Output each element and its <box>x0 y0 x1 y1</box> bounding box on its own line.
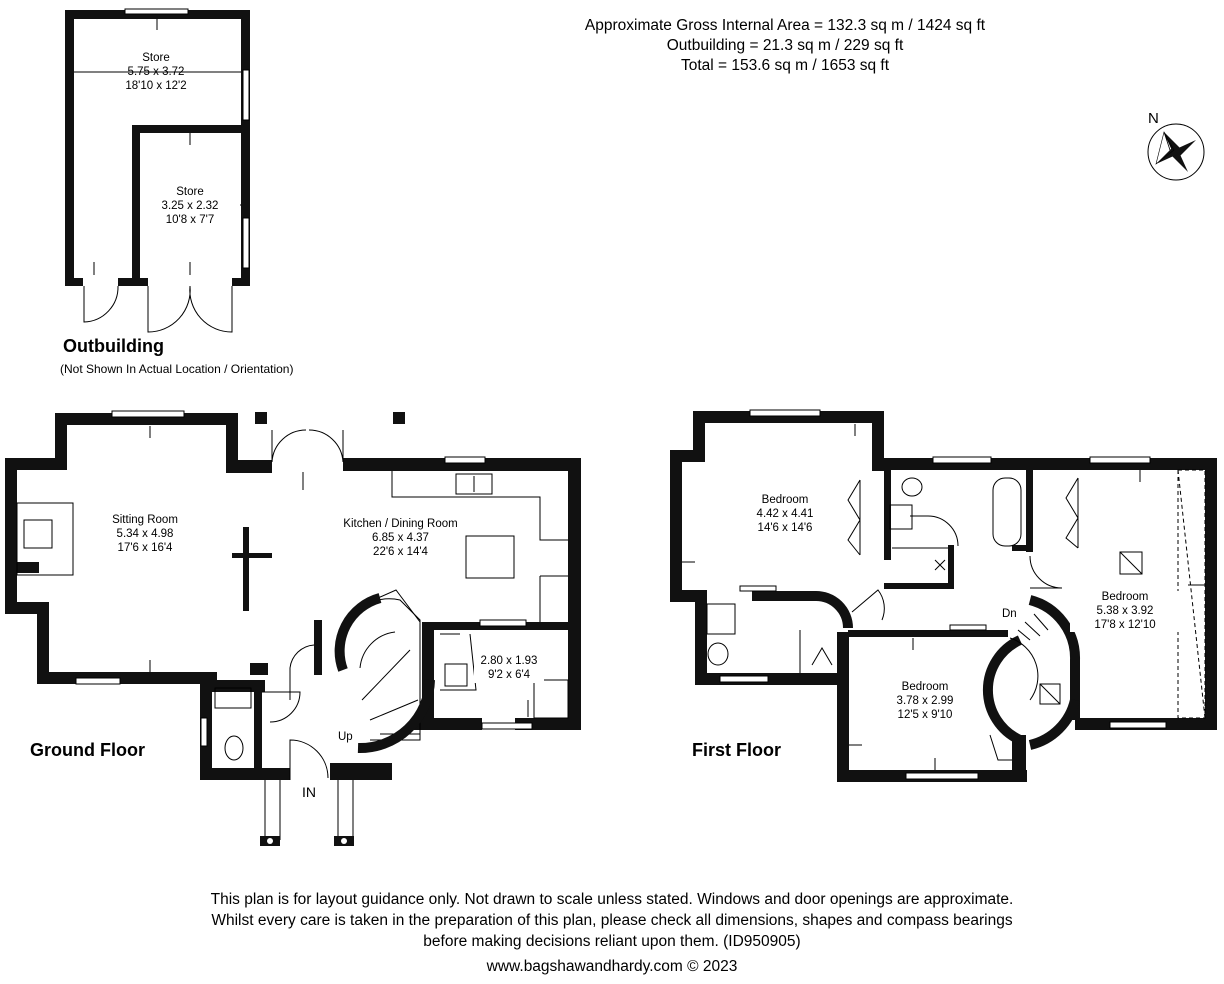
room-name: Store <box>142 52 170 64</box>
room-imperial: 12'5 x 9'10 <box>897 708 953 721</box>
window <box>124 8 189 15</box>
room-imperial: 17'6 x 16'4 <box>117 541 173 554</box>
bedroom-3-label: Bedroom 3.78 x 2.99 12'5 x 9'10 <box>870 681 980 722</box>
window <box>444 456 486 464</box>
room-name: Bedroom <box>901 681 949 693</box>
window <box>481 722 533 730</box>
room-imperial: 17'8 x 12'10 <box>1094 618 1156 631</box>
room-imperial: 22'6 x 14'4 <box>373 545 428 558</box>
basin <box>706 603 736 635</box>
worktop <box>391 471 568 541</box>
door-swing <box>308 429 344 463</box>
ground-floor-plan <box>5 412 581 780</box>
window <box>739 585 777 592</box>
room-imperial: 9'2 x 6'4 <box>487 668 531 681</box>
outbuilding-heading: Outbuilding <box>63 336 164 356</box>
window <box>932 456 992 464</box>
basin <box>214 687 252 709</box>
first-floor-heading: First Floor <box>692 740 781 760</box>
outbuilding-note: (Not Shown In Actual Location / Orientat… <box>60 362 294 376</box>
room-name: Store <box>176 186 204 198</box>
basin <box>889 504 913 530</box>
room-metric: 3.78 x 2.99 <box>896 694 954 707</box>
gross-internal-area: Approximate Gross Internal Area = 132.3 … <box>584 17 986 34</box>
room-metric: 5.38 x 3.92 <box>1096 604 1154 617</box>
window <box>719 675 769 683</box>
room-imperial: 10'8 x 7'7 <box>165 213 215 226</box>
window <box>949 624 987 631</box>
room-name: Bedroom <box>761 494 809 506</box>
kitchen-sink <box>455 473 493 495</box>
toilet <box>901 477 923 497</box>
compass-north-label: N <box>1148 110 1159 127</box>
room-metric: 5.75 x 3.72 <box>127 65 185 78</box>
room-metric: 3.25 x 2.32 <box>161 199 219 212</box>
bath <box>992 477 1022 547</box>
website-copyright: www.bagshawandhardy.com © 2023 <box>486 958 738 975</box>
kitchen-label: Kitchen / Dining Room 6.85 x 4.37 22'6 x… <box>328 518 473 559</box>
stairs-down-label: Dn <box>1002 608 1017 620</box>
window <box>242 217 250 269</box>
room-metric: 5.34 x 4.98 <box>116 527 174 540</box>
stairs-up-label: Up <box>338 731 353 743</box>
window <box>905 772 979 780</box>
door-swing <box>83 285 119 323</box>
eaves-storage <box>1177 469 1206 719</box>
room-imperial: 18'10 x 12'2 <box>125 79 187 92</box>
room-metric: 6.85 x 4.37 <box>372 531 429 544</box>
window <box>1089 456 1151 464</box>
total-area: Total = 153.6 sq m / 1653 sq ft <box>680 57 890 74</box>
door-swing <box>271 429 307 463</box>
disclaimer-line-1: This plan is for layout guidance only. N… <box>210 891 1014 908</box>
toilet <box>707 642 729 666</box>
bedroom-2-label: Bedroom 5.38 x 3.92 17'8 x 12'10 <box>1070 591 1180 633</box>
store-large-label: Store 5.75 x 3.72 18'10 x 12'2 <box>96 52 216 93</box>
store-small-label: Store 3.25 x 2.32 10'8 x 7'7 <box>140 186 240 228</box>
door-swing <box>189 285 233 333</box>
skylight <box>1119 551 1143 575</box>
compass-rose <box>1147 123 1205 181</box>
bedroom-1-label: Bedroom 4.42 x 4.41 14'6 x 14'6 <box>730 494 840 535</box>
first-floor-plan <box>670 411 1217 782</box>
room-imperial: 14'6 x 14'6 <box>757 521 813 534</box>
window <box>75 677 121 685</box>
disclaimer-line-2: Whilst every care is taken in the prepar… <box>211 912 1013 929</box>
entrance-label: IN <box>302 784 316 800</box>
sitting-room-label: Sitting Room 5.34 x 4.98 17'6 x 16'4 <box>90 514 200 555</box>
fireplace <box>16 502 74 576</box>
door-swing <box>147 285 191 333</box>
ground-floor-heading: Ground Floor <box>30 740 145 760</box>
toilet <box>224 735 244 761</box>
disclaimer-line-3: before making decisions reliant upon the… <box>423 933 801 950</box>
window <box>111 410 185 418</box>
window <box>1109 721 1167 729</box>
room-name: Kitchen / Dining Room <box>343 518 458 530</box>
window <box>749 409 821 417</box>
room-name: Bedroom <box>1101 591 1149 603</box>
outbuilding-area: Outbuilding = 21.3 sq m / 229 sq ft <box>666 37 904 54</box>
room-metric: 4.42 x 4.41 <box>756 507 814 520</box>
window <box>479 619 527 627</box>
room-name: Sitting Room <box>112 514 178 526</box>
loft-hatch <box>1039 683 1061 705</box>
room-metric: 2.80 x 1.93 <box>480 655 538 667</box>
window <box>200 717 208 747</box>
door-swing <box>289 739 329 780</box>
kitchen-island <box>465 535 515 579</box>
utility-label: 2.80 x 1.93 9'2 x 6'4 <box>474 655 544 683</box>
window <box>242 69 250 121</box>
appliance <box>444 663 468 687</box>
